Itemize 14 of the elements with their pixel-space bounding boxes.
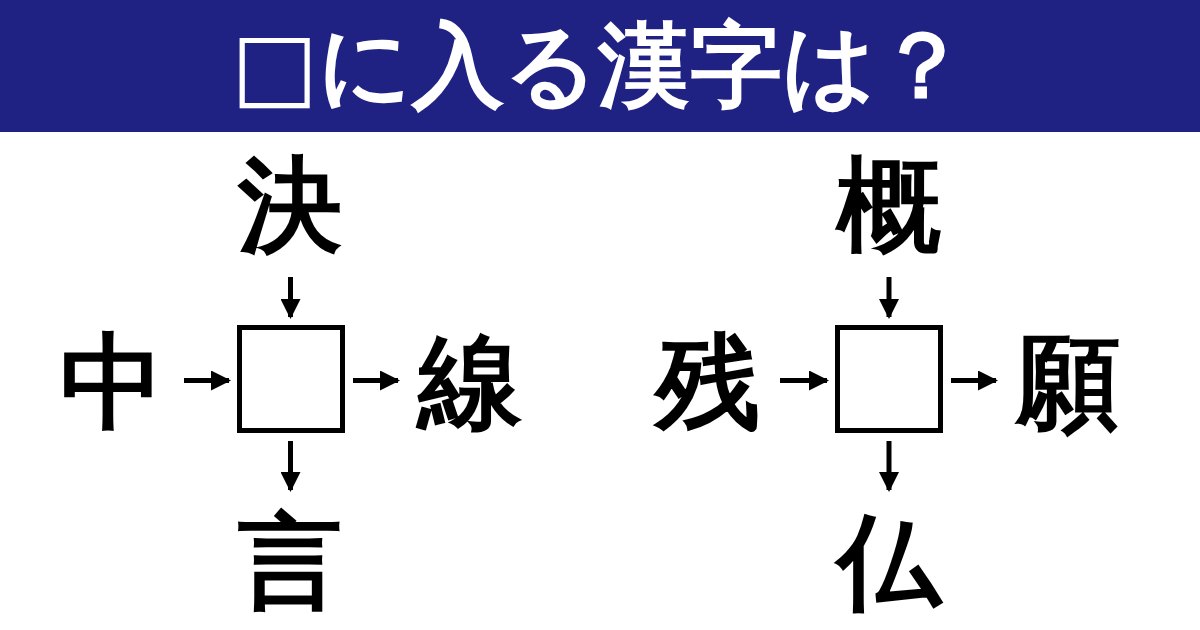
arrow xyxy=(879,277,899,319)
arrow xyxy=(280,441,301,492)
arrow xyxy=(353,370,400,391)
arrow xyxy=(184,370,231,391)
arrow xyxy=(951,370,998,391)
arrow xyxy=(280,277,301,319)
blank-square xyxy=(237,325,345,433)
kanji-character: 中 xyxy=(60,330,164,434)
arrow xyxy=(780,370,829,391)
kanji-character: 決 xyxy=(238,153,342,257)
kanji-character: 概 xyxy=(837,153,941,257)
title: □に入る漢字は？ xyxy=(231,11,969,121)
blank-square xyxy=(835,325,943,433)
arrow xyxy=(879,441,899,492)
